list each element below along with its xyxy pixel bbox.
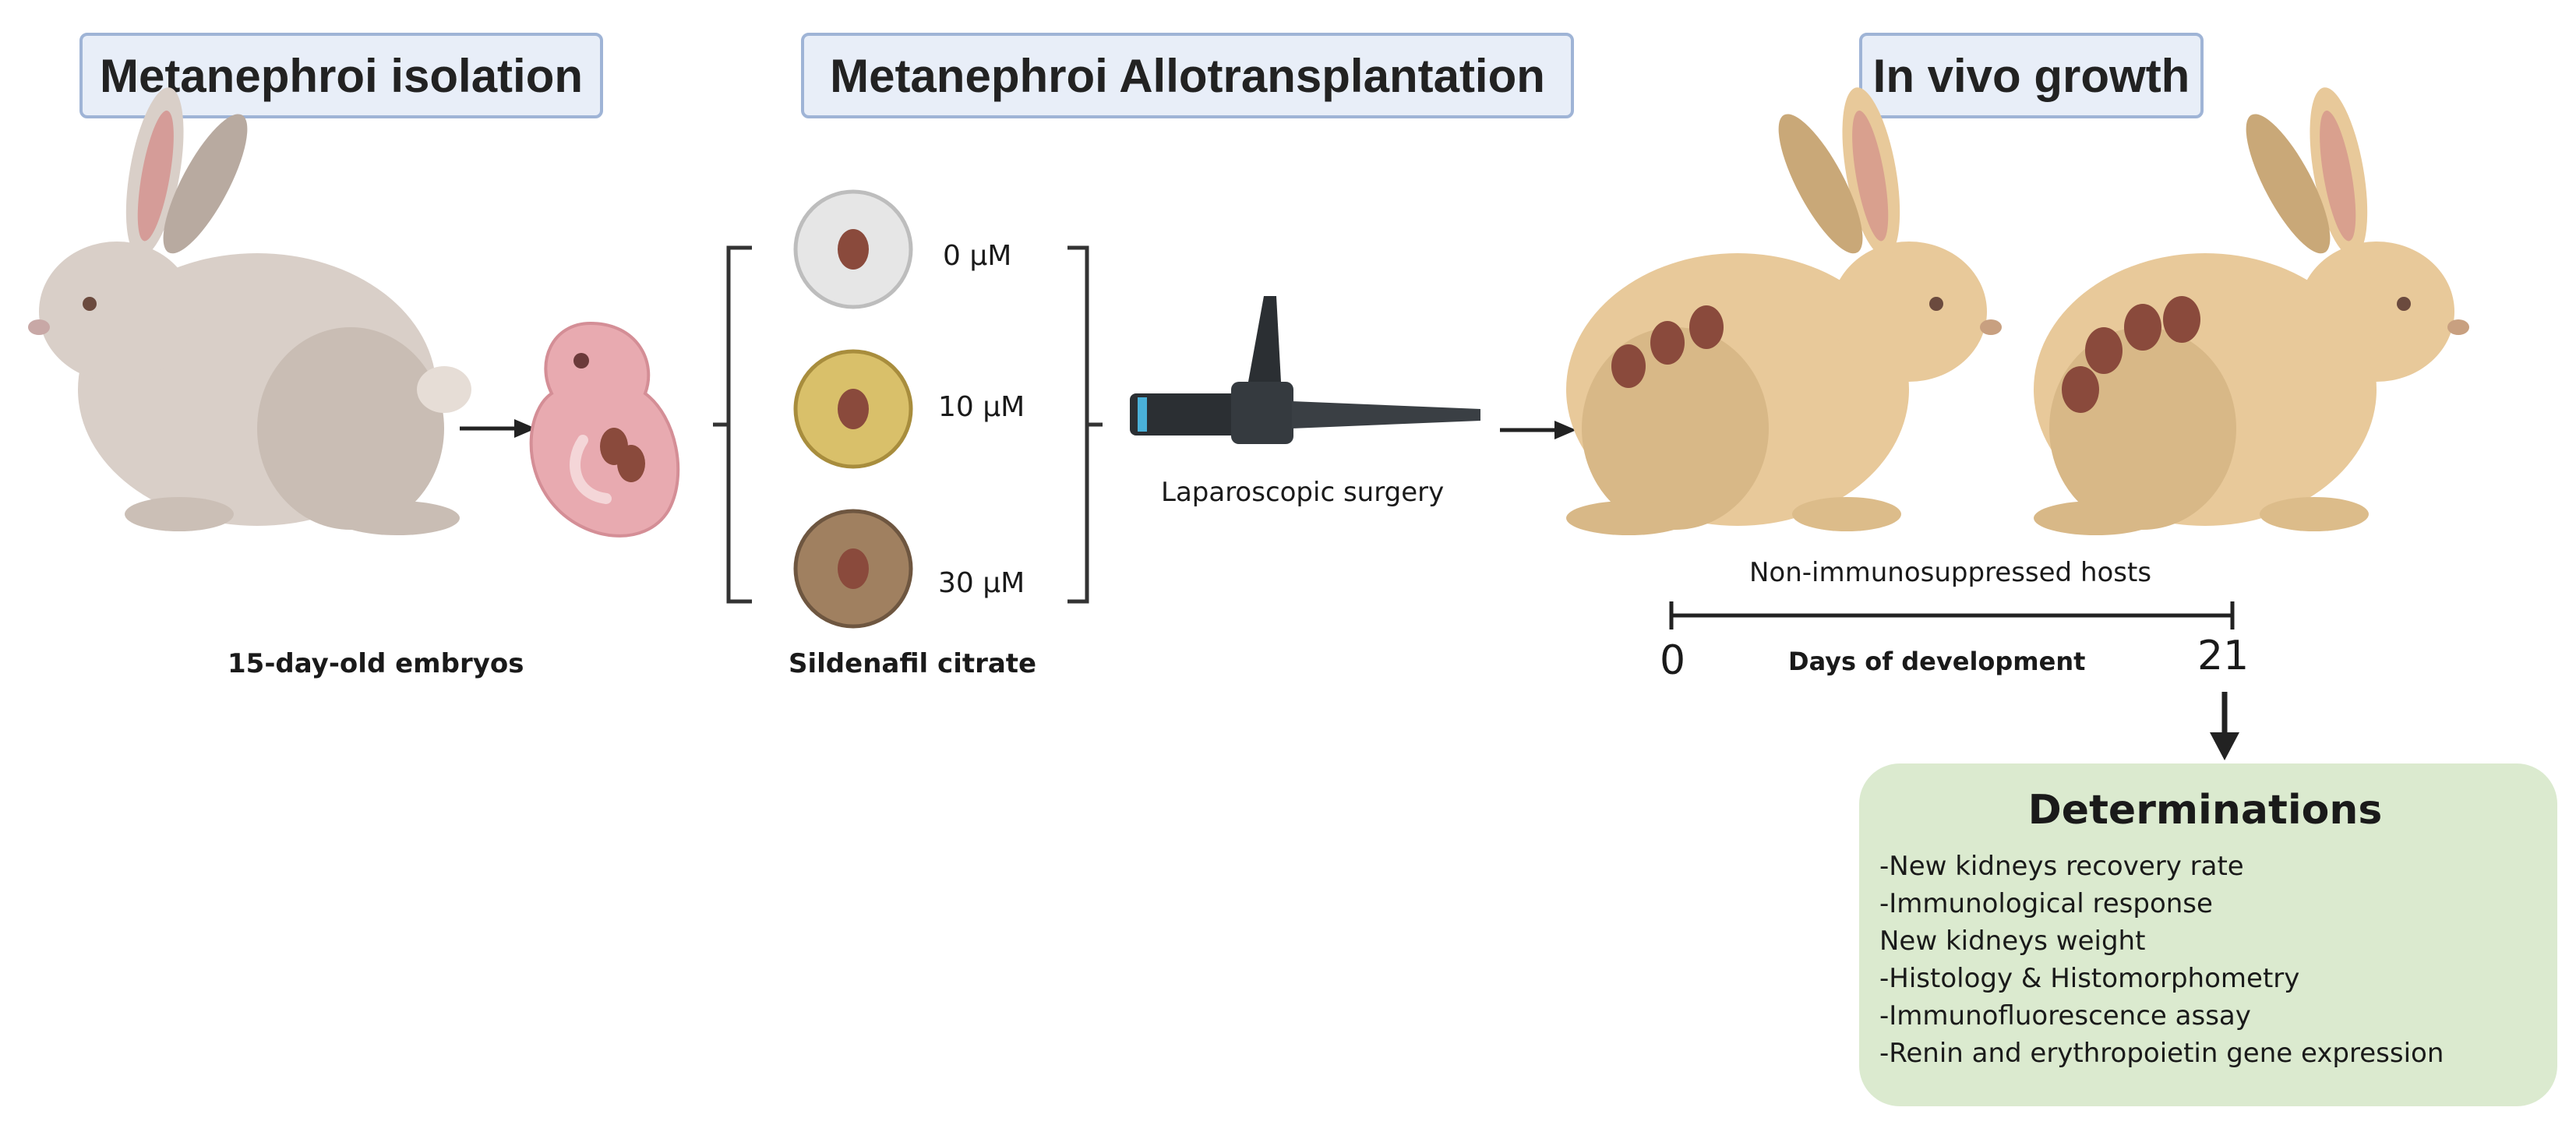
arrow-icon <box>1500 421 1576 439</box>
petri-dish-icon <box>793 189 913 309</box>
embryo-label: 15-day-old embryos <box>228 648 524 679</box>
timeline-start: 0 <box>1660 637 1686 684</box>
determination-item: -Immunofluorescence assay <box>1879 1000 2251 1031</box>
treatment-label: Sildenafil citrate <box>789 648 1037 679</box>
hosts-label: Non-immunosuppressed hosts <box>1749 557 2152 588</box>
petri-dish-icon <box>793 349 913 469</box>
timeline-end: 21 <box>2197 633 2250 679</box>
host-rabbit-icon <box>2034 87 2469 535</box>
timeline-bar <box>1669 601 2235 629</box>
host-rabbit-icon <box>1566 87 2002 535</box>
determination-item: New kidneys weight <box>1879 926 2146 957</box>
arrow-icon <box>460 419 536 438</box>
timeline-label: Days of development <box>1788 647 2086 676</box>
concentration-label-10: 10 µM <box>938 391 1025 423</box>
stage-title-isolation: Metanephroi isolation <box>99 49 584 102</box>
surgery-label: Laparoscopic surgery <box>1161 477 1445 508</box>
concentration-label-30: 30 µM <box>938 567 1025 599</box>
bracket-graphic <box>713 245 1103 604</box>
determinations-title: Determinations <box>2027 787 2383 834</box>
stage-box-growth: In vivo growth <box>1859 33 2204 118</box>
stage-box-allotransplantation: Metanephroi Allotransplantation <box>801 33 1574 118</box>
determination-item: -Histology & Histomorphometry <box>1879 963 2300 994</box>
stage-title-allotransplantation: Metanephroi Allotransplantation <box>830 49 1545 102</box>
determination-item: -Immunological response <box>1879 888 2213 919</box>
determination-item: -Renin and erythropoietin gene expressio… <box>1879 1038 2444 1069</box>
determinations-box: Determinations -New kidneys recovery rat… <box>1859 763 2557 1106</box>
donor-rabbit-icon <box>28 87 471 535</box>
laparoscope-icon <box>1130 296 1480 444</box>
embryo-icon <box>529 321 680 538</box>
petri-dish-icon <box>793 509 913 629</box>
determination-item: -New kidneys recovery rate <box>1879 851 2244 882</box>
stage-title-growth: In vivo growth <box>1872 49 2190 102</box>
arrow-icon <box>2210 692 2239 760</box>
concentration-label-0: 0 µM <box>943 240 1012 272</box>
